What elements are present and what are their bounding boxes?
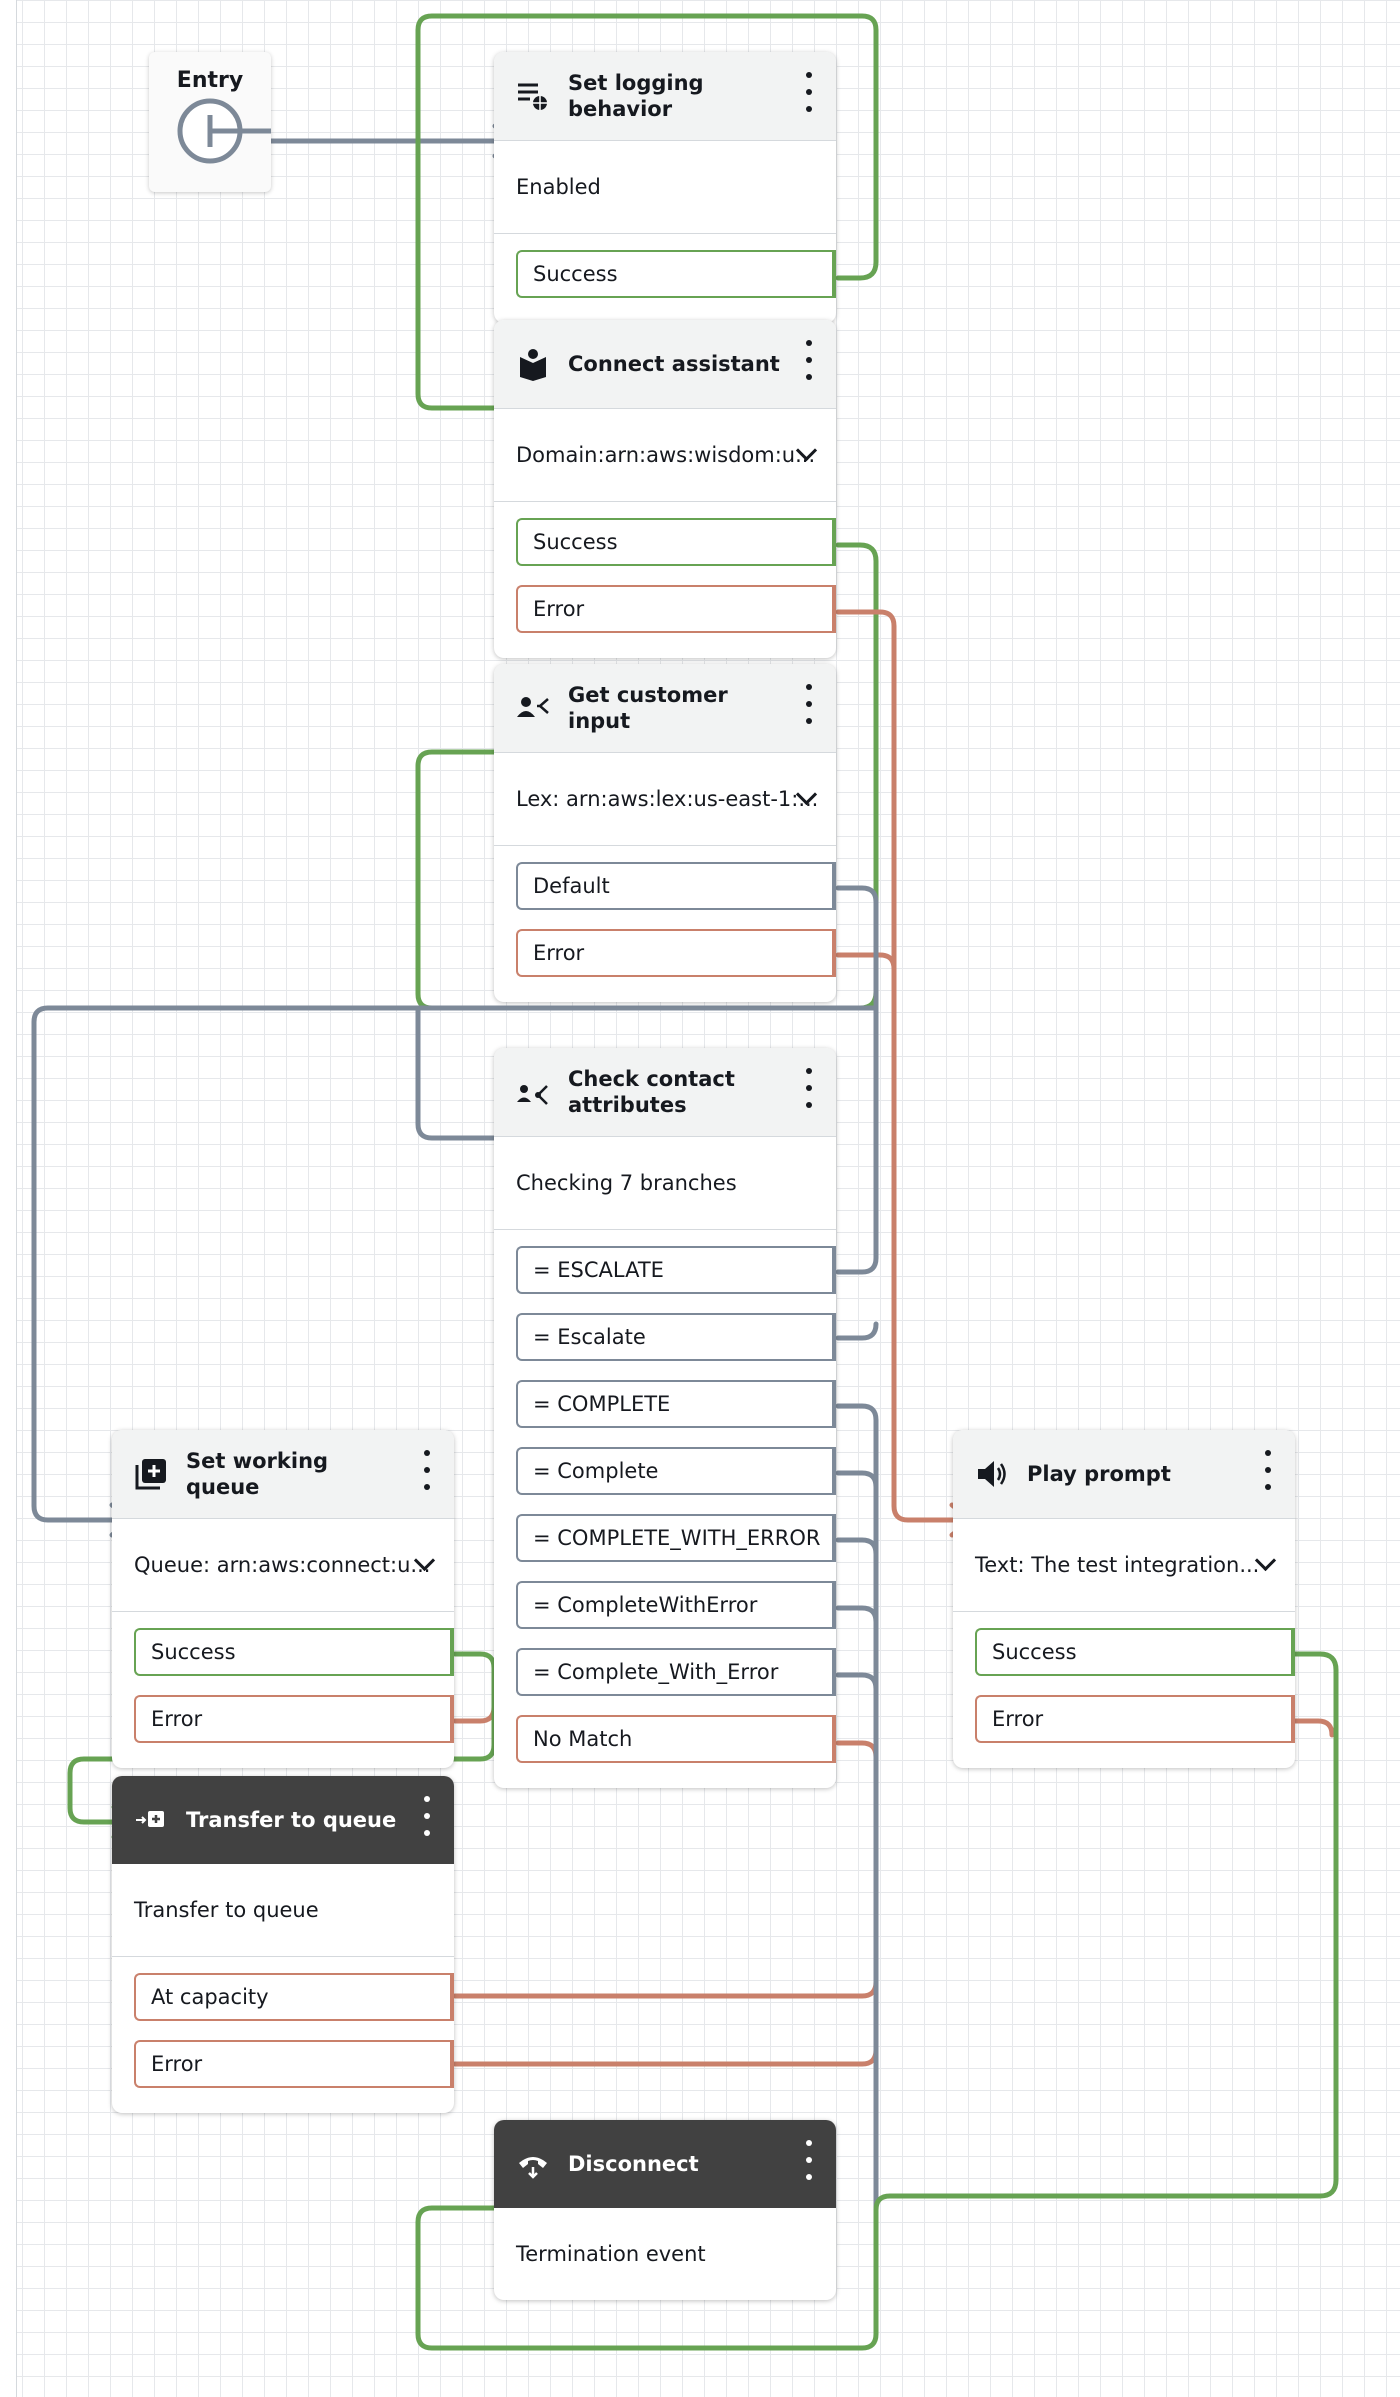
- branch-error[interactable]: Error: [134, 1695, 454, 1743]
- block-play-prompt[interactable]: Play prompt Text: The test integration..…: [953, 1430, 1295, 1768]
- branch-error[interactable]: Error: [975, 1695, 1295, 1743]
- more-options-icon[interactable]: [802, 2140, 816, 2180]
- block-title: Check contact attributes: [568, 1067, 735, 1117]
- more-options-icon[interactable]: [420, 1796, 434, 1836]
- queue-icon: [134, 1457, 168, 1491]
- disconnect-icon: [516, 2147, 550, 2181]
- more-options-icon[interactable]: [802, 72, 816, 112]
- block-check-contact-attributes[interactable]: Check contact attributes Checking 7 bran…: [494, 1048, 836, 1788]
- block-title: Disconnect: [568, 2152, 699, 2176]
- entry-node[interactable]: Entry: [149, 52, 271, 192]
- block-description[interactable]: Lex: arn:aws:lex:us-east-1:...: [494, 753, 836, 846]
- branch-escalate-upper[interactable]: = ESCALATE: [516, 1246, 836, 1294]
- block-connect-assistant[interactable]: Connect assistant Domain:arn:aws:wisdom:…: [494, 320, 836, 658]
- branch-complete-upper[interactable]: = COMPLETE: [516, 1380, 836, 1428]
- more-options-icon[interactable]: [802, 684, 816, 724]
- branch-error[interactable]: Error: [516, 929, 836, 977]
- block-title: Set logging behavior: [568, 71, 704, 121]
- block-header[interactable]: Connect assistant: [494, 320, 836, 409]
- connector-prompt-success: [415, 1651, 1339, 2351]
- connector-complete-branches: [835, 1403, 879, 2333]
- connector-input-default: [835, 885, 879, 1275]
- branch-error[interactable]: Error: [134, 2040, 454, 2088]
- description-text: Text: The test integration...: [975, 1553, 1260, 1577]
- connector-queue-error: [452, 1704, 497, 1724]
- speaker-icon: [975, 1457, 1009, 1491]
- block-title: Get customer input: [568, 683, 728, 733]
- connector-escalate: [835, 1321, 879, 1341]
- branch-complete-with-error[interactable]: = Complete_With_Error: [516, 1648, 836, 1696]
- block-description: Termination event: [516, 2242, 706, 2266]
- block-transfer-to-queue[interactable]: Transfer to queue Transfer to queue At c…: [112, 1776, 454, 2113]
- block-set-working-queue[interactable]: Set working queue Queue: arn:aws:connect…: [112, 1430, 454, 1768]
- block-title: Connect assistant: [568, 352, 780, 376]
- block-title: Play prompt: [1027, 1462, 1171, 1486]
- block-header[interactable]: Set working queue: [112, 1430, 454, 1519]
- block-header[interactable]: Get customer input: [494, 664, 836, 753]
- connector-transfer-at-capacity: [452, 1979, 879, 1999]
- block-get-customer-input[interactable]: Get customer input Lex: arn:aws:lex:us-e…: [494, 664, 836, 1002]
- block-header[interactable]: Play prompt: [953, 1430, 1295, 1519]
- connector-check-nomatch: [452, 1740, 879, 2067]
- transfer-icon: [134, 1803, 168, 1837]
- connector-input-error: [835, 952, 897, 972]
- description-text: Lex: arn:aws:lex:us-east-1:...: [516, 787, 819, 811]
- block-header[interactable]: Disconnect: [494, 2120, 836, 2208]
- connector-prompt-error: [1292, 1718, 1335, 1738]
- block-description[interactable]: Text: The test integration...: [953, 1519, 1295, 1612]
- connector-to-check: [31, 1005, 879, 1523]
- block-set-logging-behavior[interactable]: Set logging behavior Enabled Success: [494, 52, 836, 323]
- block-header[interactable]: Transfer to queue: [112, 1776, 454, 1864]
- block-header[interactable]: Set logging behavior: [494, 52, 836, 141]
- more-options-icon[interactable]: [1261, 1450, 1275, 1490]
- more-options-icon[interactable]: [802, 340, 816, 380]
- customer-input-icon: [516, 691, 550, 725]
- branch-success[interactable]: Success: [516, 518, 836, 566]
- entry-title: Entry: [176, 68, 244, 93]
- more-options-icon[interactable]: [420, 1450, 434, 1490]
- branch-escalate[interactable]: = Escalate: [516, 1313, 836, 1361]
- block-header[interactable]: Check contact attributes: [494, 1048, 836, 1137]
- canvas-edge: [0, 0, 17, 2397]
- connector-to-check-attrs: [415, 1005, 518, 1141]
- assistant-icon: [516, 347, 550, 381]
- block-title: Set working queue: [186, 1449, 329, 1499]
- block-description: Transfer to queue: [112, 1864, 454, 1957]
- branch-default[interactable]: Default: [516, 862, 836, 910]
- logging-icon: [516, 79, 550, 113]
- entry-start-icon: [177, 98, 271, 164]
- branch-complete[interactable]: = Complete: [516, 1447, 836, 1495]
- description-text: Domain:arn:aws:wisdom:u...: [516, 443, 816, 467]
- branch-complete-with-error-upper[interactable]: = COMPLETE_WITH_ERROR: [516, 1514, 836, 1562]
- block-description: Enabled: [494, 141, 836, 234]
- branch-no-match[interactable]: No Match: [516, 1715, 836, 1763]
- block-description[interactable]: Queue: arn:aws:connect:u...: [112, 1519, 454, 1612]
- branch-error[interactable]: Error: [516, 585, 836, 633]
- connector-assistant-error: [835, 609, 973, 1523]
- branch-completewitherror[interactable]: = CompleteWithError: [516, 1581, 836, 1629]
- branch-at-capacity[interactable]: At capacity: [134, 1973, 454, 2021]
- block-title: Transfer to queue: [186, 1808, 397, 1832]
- branch-success[interactable]: Success: [975, 1628, 1295, 1676]
- description-text: Queue: arn:aws:connect:u...: [134, 1553, 431, 1577]
- block-disconnect[interactable]: Disconnect Termination event: [494, 2120, 836, 2300]
- connector-logging-success: [415, 13, 879, 411]
- branch-success[interactable]: Success: [516, 250, 836, 298]
- check-attributes-icon: [516, 1075, 550, 1109]
- more-options-icon[interactable]: [802, 1068, 816, 1108]
- block-description: Checking 7 branches: [494, 1137, 836, 1230]
- branch-success[interactable]: Success: [134, 1628, 454, 1676]
- block-description[interactable]: Domain:arn:aws:wisdom:u...: [494, 409, 836, 502]
